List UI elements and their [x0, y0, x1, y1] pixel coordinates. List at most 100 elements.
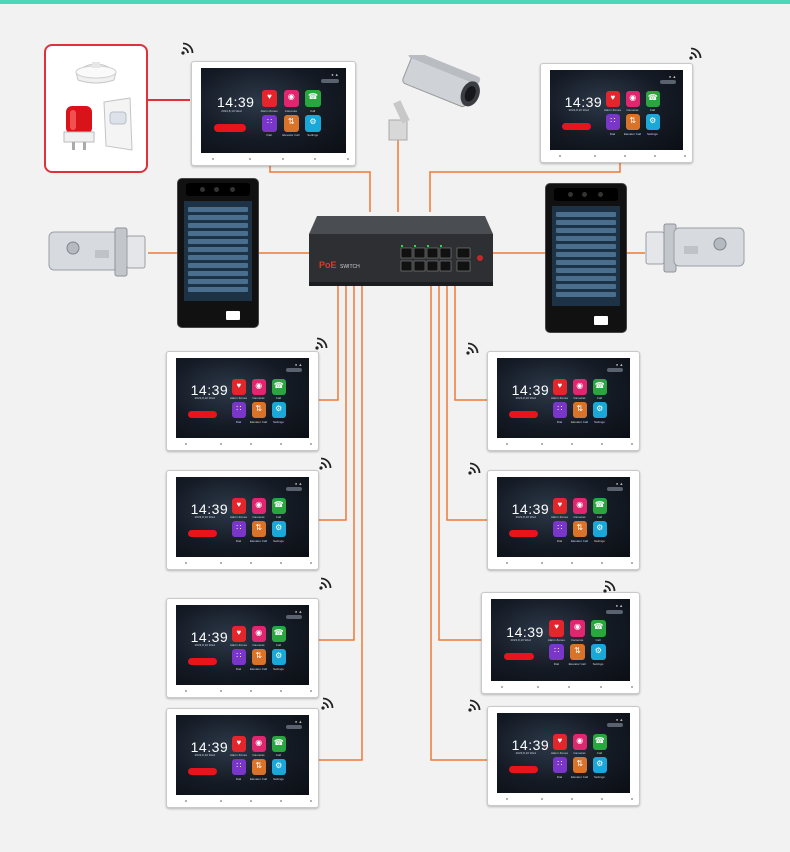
- phone-icon: ☎: [593, 622, 604, 632]
- keypad-icon: ∷: [557, 758, 563, 768]
- tile-caption: Elevator Call: [249, 538, 267, 543]
- cctv-camera-icon: [388, 55, 481, 141]
- clock-date: 2023,8,10 Wed: [515, 396, 536, 401]
- bezel-indicators: [167, 800, 318, 804]
- shield-icon: ♥: [557, 499, 563, 509]
- wifi-icon: [468, 462, 481, 475]
- tile-caption: Elevator Call: [623, 131, 641, 136]
- camera-tile: ◉: [572, 733, 587, 750]
- phone-tile: ☎: [271, 735, 286, 752]
- status-icons: ● ▲: [615, 362, 624, 367]
- tile-caption: Dial: [235, 419, 242, 424]
- gear-icon: ⚙: [596, 758, 604, 768]
- card-reader-icon: [226, 311, 240, 320]
- door-station-right: [545, 183, 627, 333]
- gear-icon: ⚙: [649, 115, 657, 125]
- tile-caption: Call: [275, 396, 281, 401]
- wifi-icon: [181, 42, 194, 55]
- clock-time: 14:39: [216, 93, 255, 110]
- bezel-indicators: [482, 686, 639, 690]
- shield-tile: ♥: [231, 378, 246, 395]
- clock-time: 14:39: [511, 737, 550, 753]
- tile-caption: Cameras: [626, 108, 639, 113]
- gear-tile: ⚙: [592, 402, 607, 418]
- elevator-tile: ⇅: [625, 114, 640, 130]
- tile-caption: Call: [595, 638, 601, 643]
- clock-time: 14:39: [511, 382, 550, 398]
- tile-caption: Dial: [609, 131, 616, 136]
- camera-tile: ◉: [572, 378, 587, 395]
- wifi-icon: [468, 699, 481, 712]
- tile-caption: Settings: [592, 662, 604, 667]
- camera-tile: ◉: [570, 620, 585, 637]
- phone-icon: ☎: [273, 380, 284, 390]
- keypad-icon: ∷: [236, 650, 242, 660]
- tile-caption: Cameras: [252, 396, 265, 401]
- phone-tile: ☎: [271, 625, 286, 642]
- card-reader-icon: [594, 316, 608, 325]
- camera-icon: ◉: [255, 627, 263, 637]
- elevator-icon: ⇅: [255, 522, 263, 532]
- gear-tile: ⚙: [271, 521, 286, 537]
- tile-caption: Call: [275, 515, 281, 520]
- smoke-detector-icon: [75, 62, 117, 84]
- phone-tile: ☎: [645, 90, 660, 107]
- keypad-tile: ∷: [231, 402, 246, 418]
- settings-pill: [321, 79, 339, 84]
- wifi-icon: [315, 337, 328, 350]
- tile-caption: Elevator Call: [249, 776, 267, 781]
- keypad-icon: ∷: [236, 403, 242, 413]
- status-icons: ● ▲: [615, 717, 624, 722]
- tile-caption: Cameras: [573, 751, 586, 756]
- gear-tile: ⚙: [645, 114, 660, 130]
- phone-tile: ☎: [592, 733, 607, 750]
- elevator-icon: ⇅: [255, 760, 263, 770]
- bezel-indicators: [488, 443, 639, 447]
- tile-caption: Dial: [556, 774, 563, 779]
- tile-caption: Elevator Call: [568, 662, 586, 667]
- unlock-button: [187, 657, 218, 665]
- shield-tile: ♥: [552, 378, 567, 395]
- settings-pill: [286, 487, 303, 492]
- tile-caption: Alarm Zones: [229, 643, 247, 648]
- unlock-button: [187, 529, 218, 537]
- tile-caption: Settings: [593, 774, 605, 779]
- phone-icon: ☎: [273, 627, 284, 637]
- gear-icon: ⚙: [596, 522, 604, 532]
- tile-caption: Alarm Zones: [547, 638, 565, 643]
- clock-date: 2023,8,10 Wed: [194, 643, 215, 648]
- tile-caption: Settings: [593, 538, 605, 543]
- phone-tile: ☎: [271, 497, 286, 514]
- settings-pill: [607, 723, 624, 728]
- shield-tile: ♥: [231, 625, 246, 642]
- tile-caption: Settings: [646, 131, 658, 136]
- elevator-tile: ⇅: [570, 644, 585, 661]
- elevator-tile: ⇅: [572, 757, 587, 773]
- elevator-tile: ⇅: [251, 649, 266, 665]
- tile-caption: Cameras: [573, 396, 586, 401]
- elevator-icon: ⇅: [576, 403, 584, 413]
- door-station-screen: [552, 206, 620, 306]
- settings-pill: [607, 368, 624, 373]
- gear-icon: ⚙: [596, 403, 604, 413]
- keypad-icon: ∷: [236, 760, 242, 770]
- switch-label: SWITCH: [340, 264, 360, 270]
- unlock-button: [508, 529, 539, 537]
- tile-caption: Call: [596, 751, 602, 756]
- bezel-indicators: [192, 158, 355, 162]
- shield-icon: ♥: [557, 380, 563, 390]
- phone-icon: ☎: [594, 380, 605, 390]
- phone-tile: ☎: [592, 497, 607, 514]
- tile-caption: Elevator Call: [282, 133, 300, 138]
- camera-icon: ◉: [255, 380, 263, 390]
